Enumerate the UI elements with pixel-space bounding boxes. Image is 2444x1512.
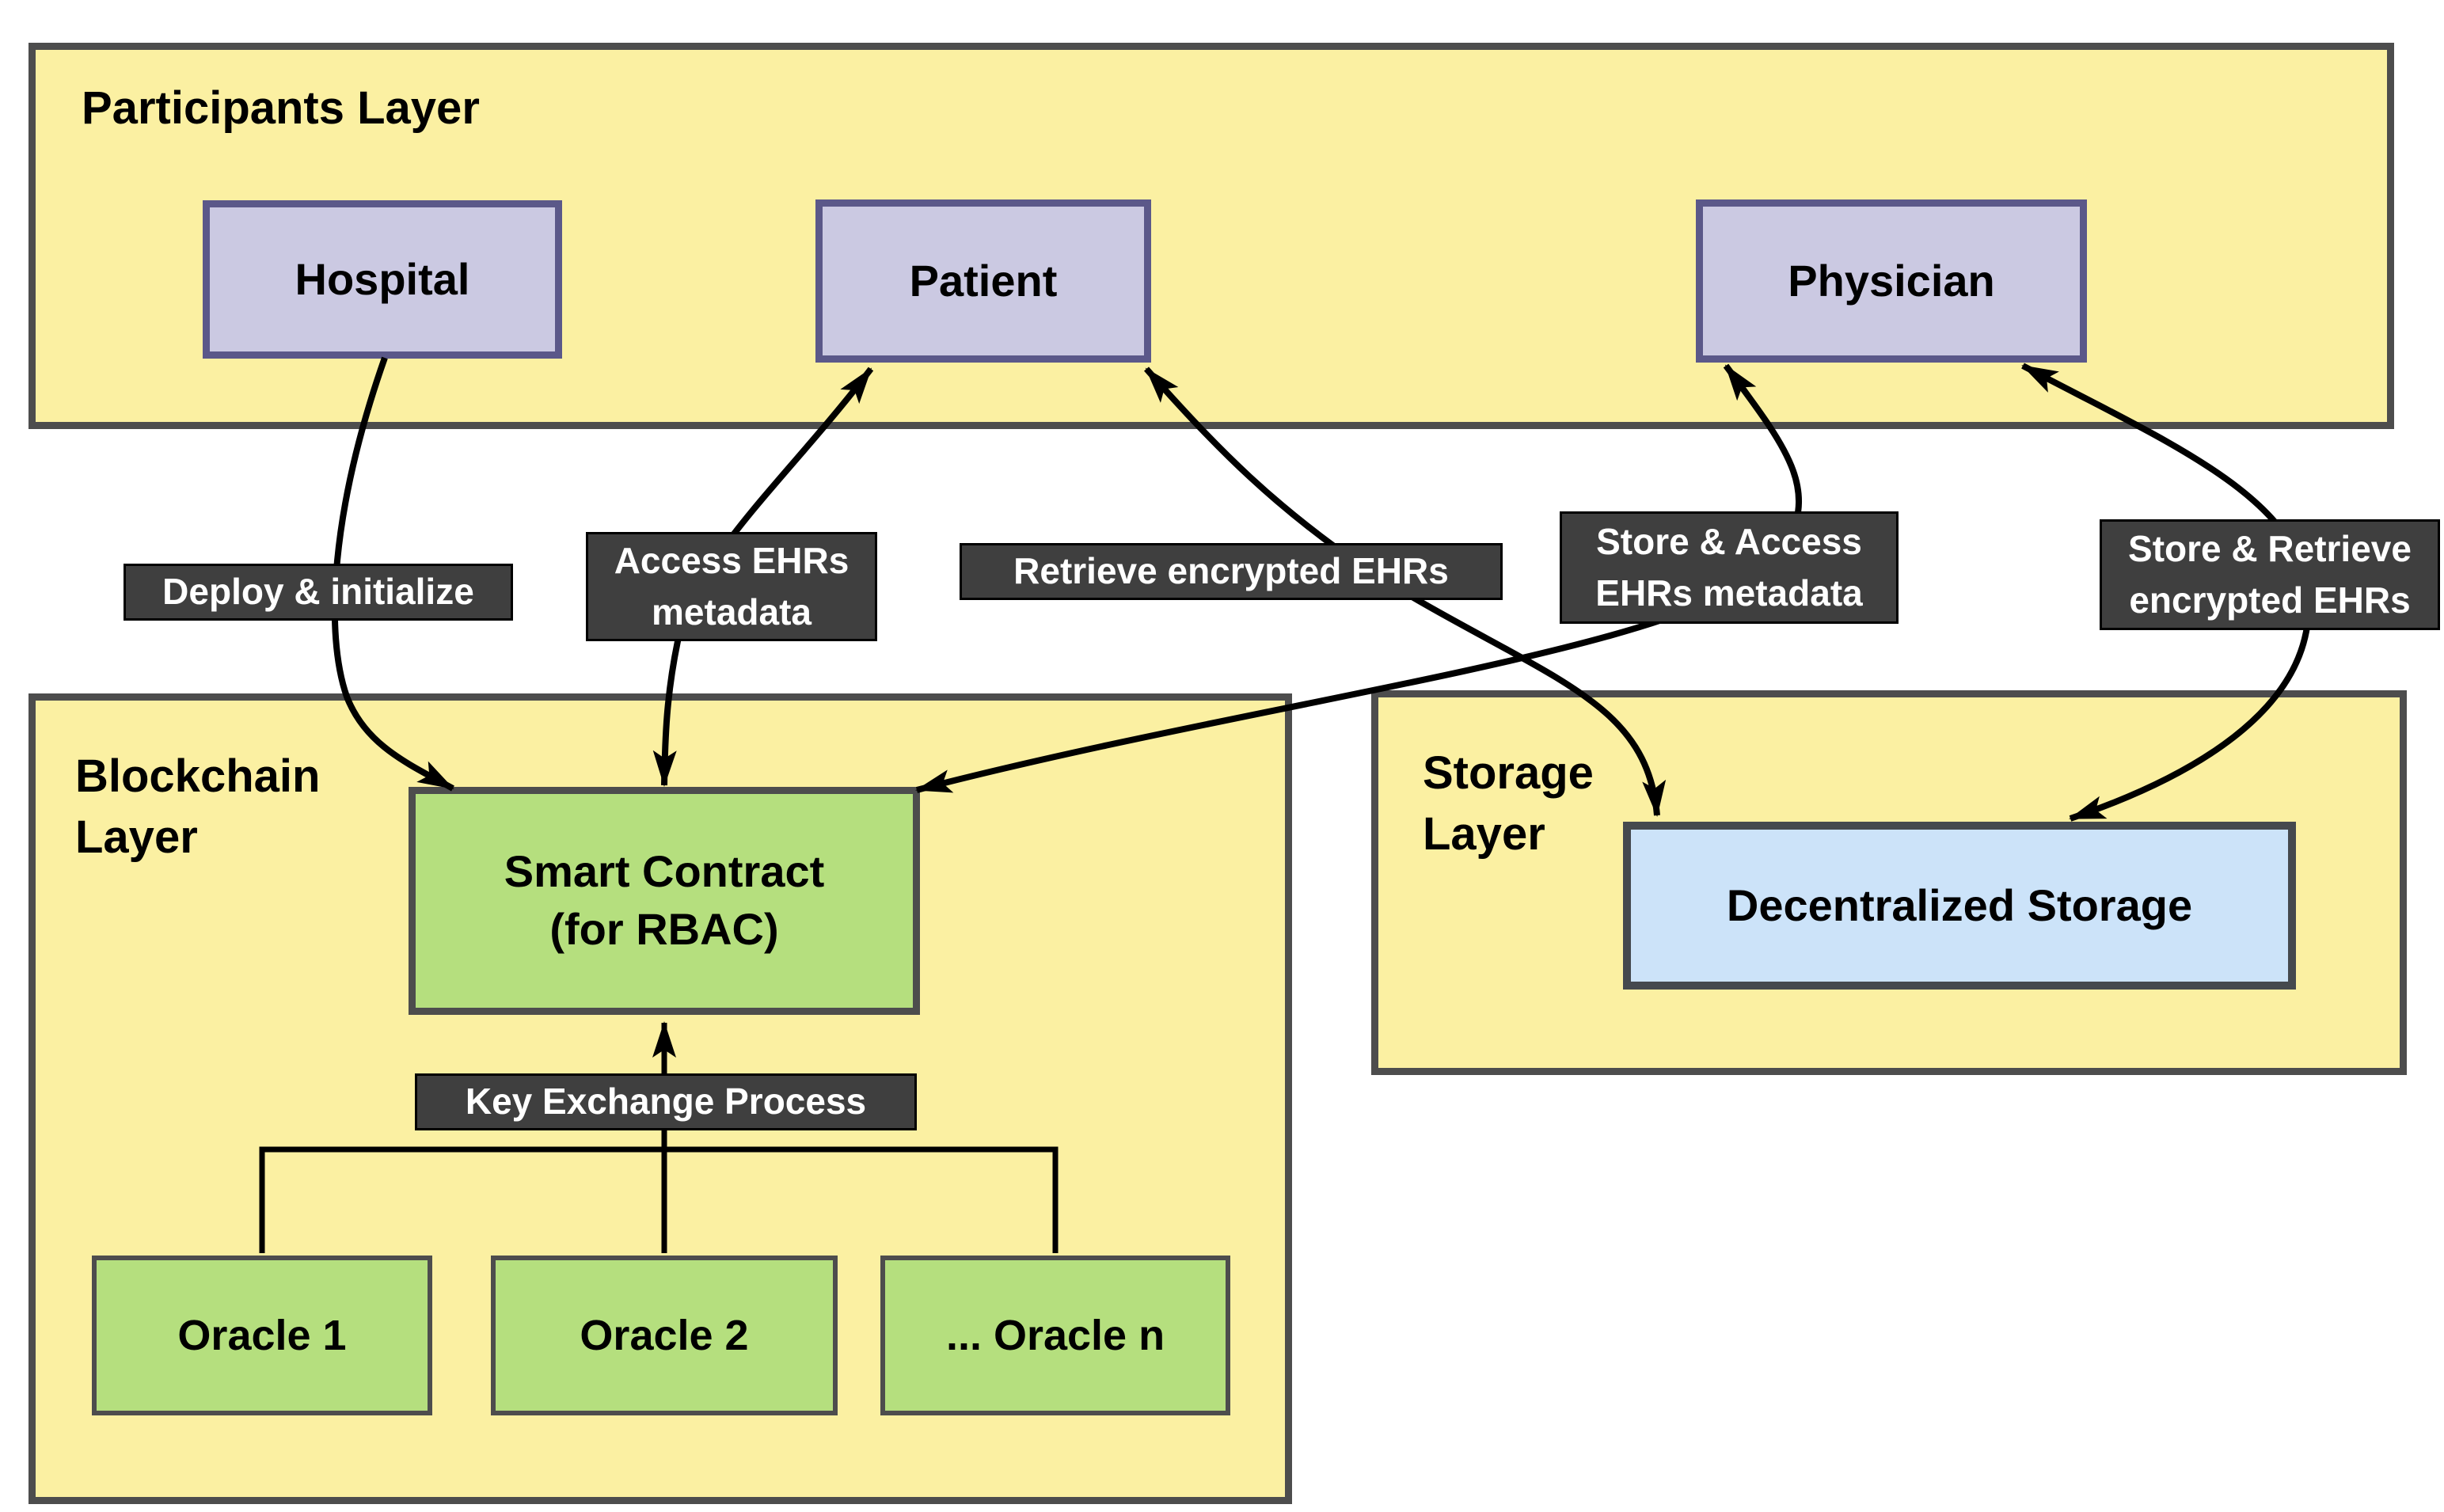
store-access-ehrs-metadata-label: Store & Access EHRs metadata xyxy=(1560,511,1899,624)
patient-node: Patient xyxy=(815,199,1151,363)
key-exchange-process-label: Key Exchange Process xyxy=(415,1073,917,1130)
oracle-n-node: ... Oracle n xyxy=(880,1256,1230,1415)
access-ehrs-metadata-label: Access EHRs metadata xyxy=(586,532,877,641)
physician-node: Physician xyxy=(1696,199,2087,363)
oracle-bus-connector xyxy=(259,1146,1059,1253)
edge-deploy-initialize xyxy=(331,356,454,792)
hospital-node: Hospital xyxy=(203,200,562,359)
smart-contract-node: Smart Contract (for RBAC) xyxy=(409,787,920,1015)
oracle-2-node: Oracle 2 xyxy=(491,1256,838,1415)
smart-contract-label: Smart Contract (for RBAC) xyxy=(504,846,825,954)
participants-layer-title: Participants Layer xyxy=(82,82,480,134)
deploy-initialize-label: Deploy & initialize xyxy=(124,564,513,621)
retrieve-encrypted-ehrs-label: Retrieve encrypted EHRs xyxy=(960,543,1503,600)
store-retrieve-encrypted-ehrs-label: Store & Retrieve encrypted EHRs xyxy=(2100,519,2440,630)
decentralized-storage-node: Decentralized Storage xyxy=(1623,822,2296,990)
oracle-1-node: Oracle 1 xyxy=(92,1256,432,1415)
blockchain-layer-title: Blockchain Layer xyxy=(75,750,321,863)
